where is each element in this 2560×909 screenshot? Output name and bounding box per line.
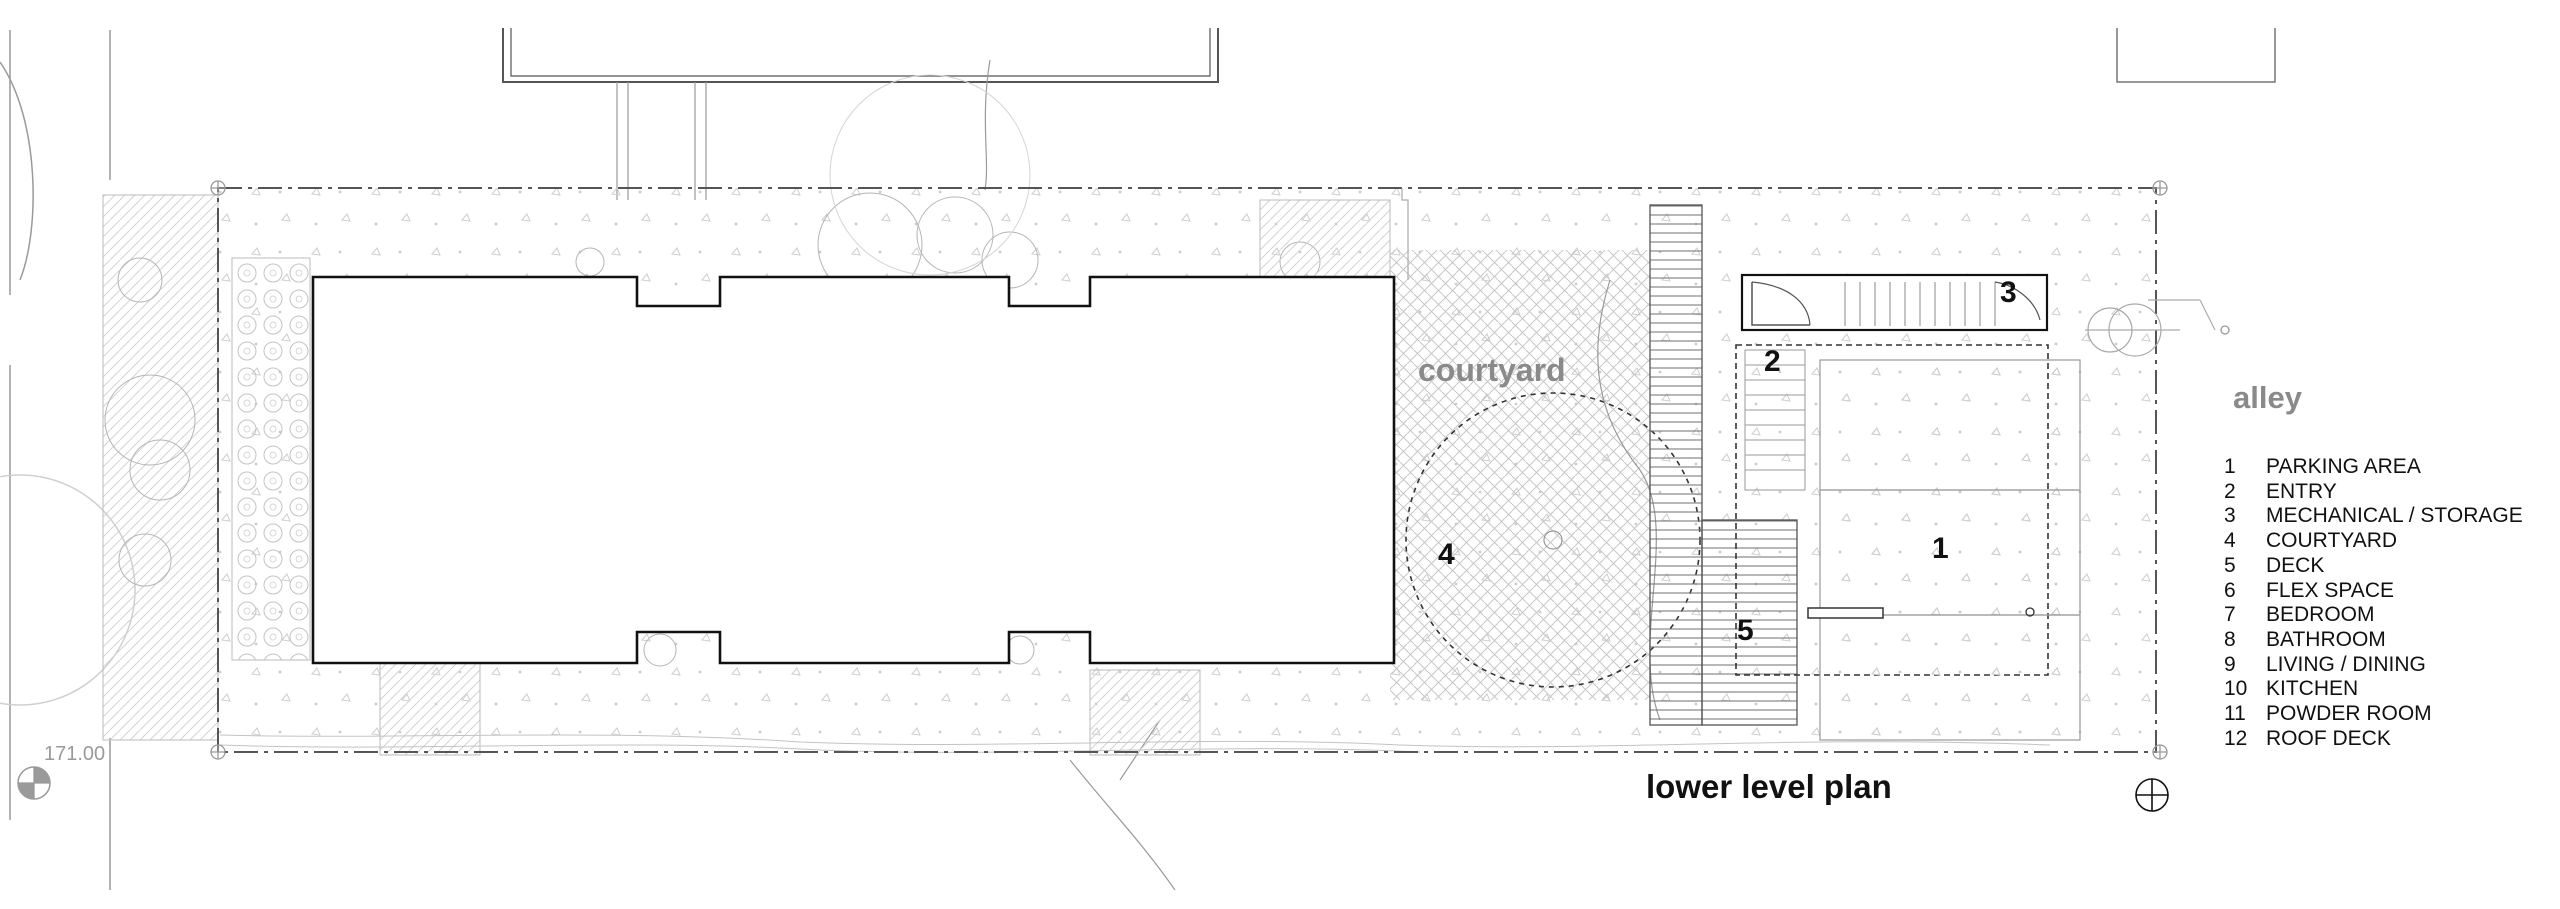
courtyard-paving — [1390, 250, 1650, 700]
parking-area-dashed — [1735, 344, 2049, 676]
area-number-3: 3 — [2000, 276, 2017, 309]
courtyard-label: courtyard — [1418, 352, 1566, 388]
legend-label: POWDER ROOM — [2266, 702, 2432, 726]
legend-number: 1 — [2224, 455, 2236, 478]
front-garden — [102, 194, 219, 741]
legend-label: BATHROOM — [2266, 627, 2386, 651]
property-line — [217, 187, 2157, 753]
neighbor-building-north — [502, 28, 1219, 83]
neighbor-building-northeast — [2116, 28, 2276, 83]
deck-boards — [1649, 204, 1703, 726]
north-arrow-icon — [2135, 778, 2169, 812]
legend-item: 11 POWDER ROOM — [2224, 702, 2523, 727]
legend-item: 5 DECK — [2224, 554, 2523, 579]
legend-number: 12 — [2224, 726, 2248, 750]
legend-number: 10 — [2224, 677, 2248, 701]
legend-label: LIVING / DINING — [2266, 652, 2426, 676]
legend-number: 5 — [2224, 553, 2236, 577]
house-footprint — [311, 275, 1396, 665]
legend-item: 2 ENTRY — [2224, 480, 2523, 505]
legend-item: 3 MECHANICAL / STORAGE — [2224, 504, 2523, 529]
legend-number: 8 — [2224, 627, 2236, 651]
deck-lower — [1701, 519, 1798, 726]
alley-edge — [1401, 188, 2216, 357]
legend-number: 2 — [2224, 479, 2236, 503]
parking-bollard — [1807, 607, 1884, 619]
parking-stalls — [1819, 359, 2081, 741]
entry-stair — [1744, 349, 1806, 491]
legend-number: 4 — [2224, 529, 2236, 553]
elevation-mark: 171.00 — [44, 743, 106, 765]
legend-number: 11 — [2224, 702, 2246, 726]
legend-label: FLEX SPACE — [2266, 578, 2394, 602]
courtyard-center — [1543, 530, 1563, 550]
alley-label: alley — [2233, 380, 2302, 415]
legend-label: PARKING AREA — [2266, 455, 2421, 478]
plan-title: lower level plan — [1646, 768, 1892, 805]
room-legend: 1 PARKING AREA 2 ENTRY 3 MECHANICAL / STORA… — [2224, 455, 2523, 751]
area-number-1: 1 — [1932, 532, 1949, 565]
legend-label: ENTRY — [2266, 479, 2337, 503]
legend-label: BEDROOM — [2266, 603, 2375, 627]
legend-item: 10 KITCHEN — [2224, 677, 2523, 702]
area-number-4: 4 — [1438, 538, 1455, 571]
bamboo-strip-south — [219, 734, 2051, 753]
legend-number: 3 — [2224, 504, 2236, 528]
legend-number: 9 — [2224, 652, 2236, 676]
area-number-2: 2 — [1764, 345, 1781, 378]
parking-drain — [2025, 607, 2035, 617]
legend-item: 7 BEDROOM — [2224, 603, 2523, 628]
legend-item: 9 LIVING / DINING — [2224, 653, 2523, 678]
legend-number: 7 — [2224, 603, 2236, 627]
storage-stair — [1751, 281, 2041, 326]
legend-label: MECHANICAL / STORAGE — [2266, 504, 2523, 528]
legend-number: 6 — [2224, 578, 2236, 602]
legend-label: KITCHEN — [2266, 677, 2359, 701]
legend-label: COURTYARD — [2266, 529, 2398, 553]
survey-markers — [210, 180, 2230, 760]
legend-item: 8 BATHROOM — [2224, 628, 2523, 653]
legend-label: ROOF DECK — [2266, 726, 2391, 750]
elevation-target-icon — [17, 766, 51, 800]
mechanical-storage-room — [1740, 273, 2049, 332]
legend-item: 12 ROOF DECK — [2224, 727, 2523, 752]
legend-item: 4 COURTYARD — [2224, 529, 2523, 554]
area-number-5: 5 — [1737, 614, 1754, 647]
planting-bed-west — [231, 257, 311, 661]
legend-label: DECK — [2266, 553, 2325, 577]
legend-item: 6 FLEX SPACE — [2224, 579, 2523, 604]
legend-item: 1 PARKING AREA — [2224, 455, 2523, 480]
